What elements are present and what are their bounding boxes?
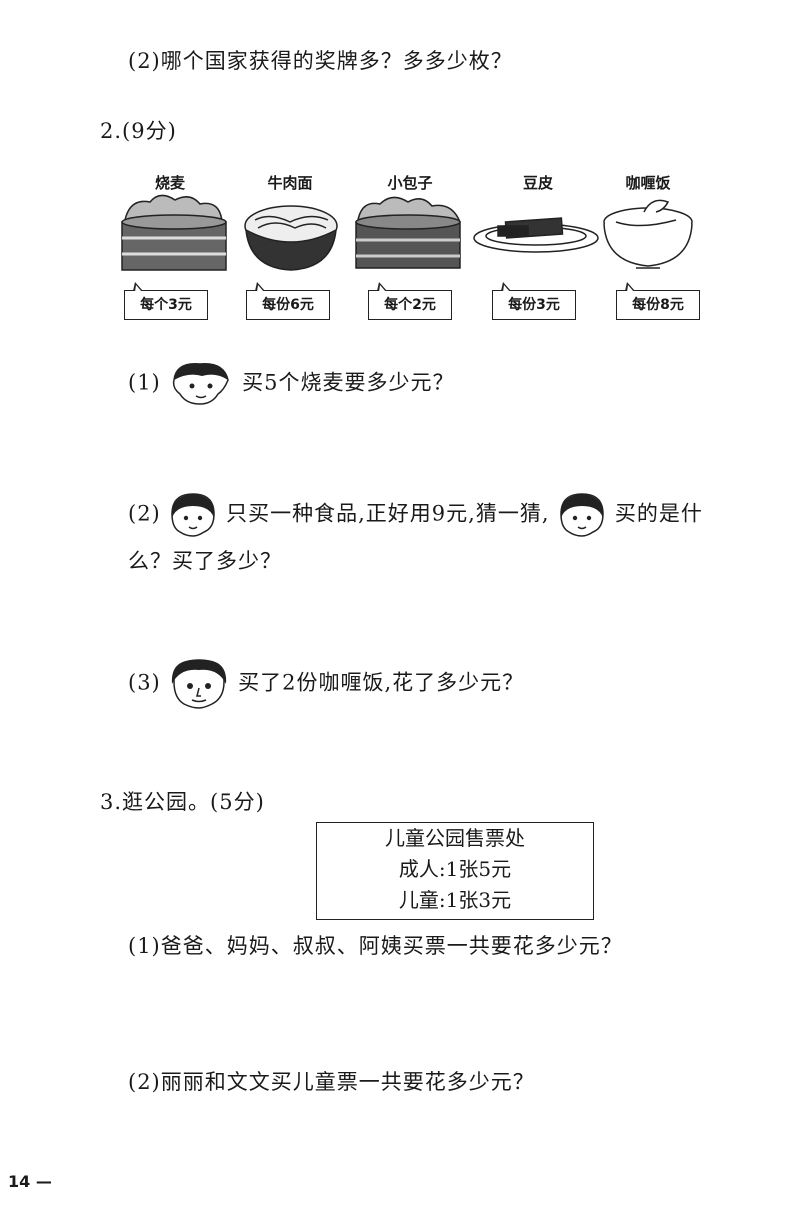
q2-part3-label: (3) — [128, 670, 161, 695]
q1-part2-text: (2)哪个国家获得的奖牌多？多多少枚？ — [128, 49, 513, 73]
beef-noodle-bowl-icon — [244, 205, 338, 271]
q2-part1-text: 买5个烧麦要多少元？ — [242, 370, 455, 395]
q2-part1: (1) 买5个烧麦要多少元？ — [128, 360, 455, 408]
food-name-beef-noodle: 牛肉面 — [267, 174, 313, 192]
curry-rice-bowl-icon — [603, 199, 693, 269]
ticket-sign: 儿童公园售票处 成人:1张5元 儿童:1张3元 — [316, 822, 594, 920]
q2-part2-text-a: 只买一种食品,正好用9元,猜一猜, — [226, 501, 550, 526]
food-name-doupi: 豆皮 — [522, 174, 553, 192]
price-tag-doupi: 每份3元 — [492, 282, 576, 320]
q3-part1: (1)爸爸、妈妈、叔叔、阿姨买票一共要花多少元？ — [128, 934, 623, 958]
q2-part1-label: (1) — [128, 370, 161, 395]
q2-part2-text-c: 么？买了多少？ — [128, 549, 282, 573]
q2-title: 2.(9分) — [100, 119, 177, 143]
price-tag-curry-rice: 每份8元 — [616, 282, 700, 320]
boy-glasses-face-icon — [172, 659, 227, 709]
q2-part2-label: (2) — [128, 501, 161, 526]
q3-title: 3.逛公园。(5分) — [100, 790, 265, 814]
doupi-plate-icon — [473, 217, 599, 253]
ticket-adult-price: 成人:1张5元 — [398, 857, 512, 881]
q2-part2: (2) 只买一种食品,正好用9元,猜一猜, 买的是什 — [128, 492, 703, 538]
food-name-bun: 小包子 — [387, 174, 433, 192]
q2-part3: (3) 买了2份咖喱饭,花了多少元？ — [128, 658, 524, 710]
q2-part3-text: 买了2份咖喱饭,花了多少元？ — [238, 670, 525, 695]
bun-steamer-icon — [355, 196, 461, 269]
price-tag-beef-noodle: 每份6元 — [246, 282, 330, 320]
girl-face-icon-2 — [560, 493, 604, 537]
food-name-curry-rice: 咖喱饭 — [625, 174, 671, 192]
price-tag-shaomai: 每个3元 — [124, 282, 208, 320]
girl-face-icon — [171, 493, 216, 537]
q2-part2-text-b: 买的是什 — [614, 501, 703, 526]
ticket-child-price: 儿童:1张3元 — [398, 888, 512, 912]
food-name-shaomai: 烧麦 — [154, 174, 185, 192]
q3-part2: (2)丽丽和文文买儿童票一共要花多少元？ — [128, 1070, 535, 1094]
food-illustrations — [121, 194, 693, 271]
price-tag-bun: 每个2元 — [368, 282, 452, 320]
shaomai-steamer-icon — [121, 194, 227, 271]
ticket-heading: 儿童公园售票处 — [385, 826, 525, 850]
boy-face-icon — [173, 363, 230, 405]
page-number: 14 — — [8, 1172, 52, 1191]
